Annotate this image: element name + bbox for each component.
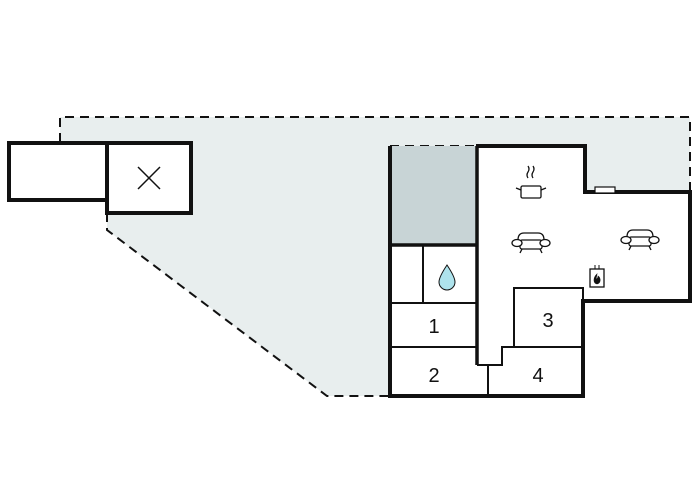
water-drop-icon — [438, 264, 456, 291]
wall-corridor-step — [477, 346, 583, 366]
room-label-2: 2 — [428, 365, 439, 387]
grey-room — [390, 146, 476, 245]
room-label-3: 3 — [542, 310, 553, 332]
armchair-icon — [511, 232, 551, 254]
x-mark-icon — [137, 166, 161, 190]
armchair-icon — [620, 229, 660, 251]
room-label-1: 1 — [428, 316, 439, 338]
wall-room3 — [513, 287, 584, 347]
fireplace-icon — [589, 265, 605, 288]
terrace-boundary-lower — [106, 213, 390, 397]
room-label-4: 4 — [532, 365, 543, 387]
outbuilding-left — [7, 141, 109, 202]
terrace-boundary — [59, 116, 691, 192]
outer-wall — [388, 144, 692, 398]
window-icon — [594, 186, 616, 194]
cooking-pot-icon — [515, 165, 547, 199]
terrace-area — [60, 117, 690, 396]
